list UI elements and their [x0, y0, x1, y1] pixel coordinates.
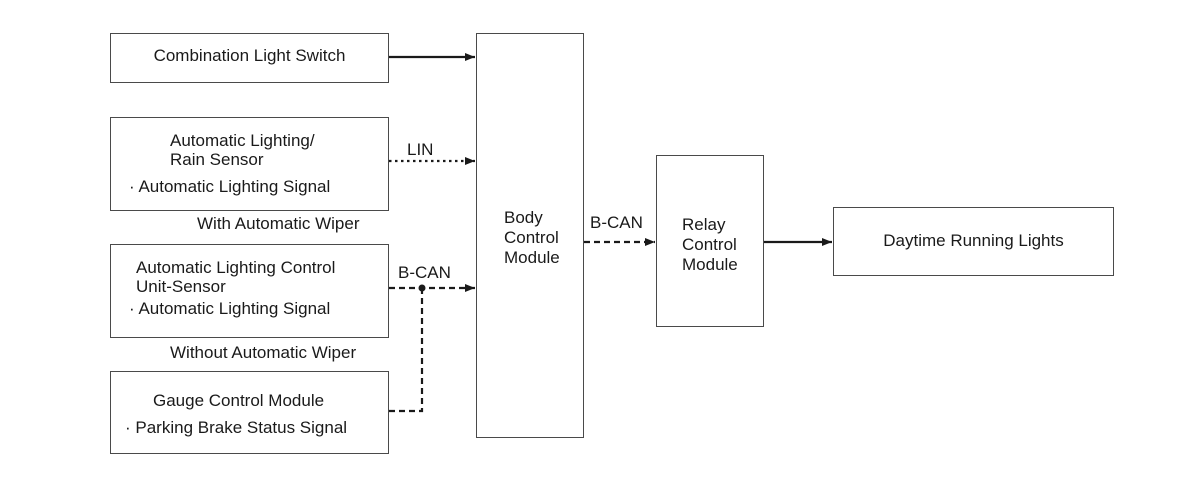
- control-unit-sensor-title-line2: Unit-Sensor: [136, 277, 226, 296]
- gauge-control-module-label: Gauge Control Module: [153, 391, 325, 410]
- rain-sensor-signal: · Automatic Lighting Signal: [129, 177, 331, 196]
- relay-control-module-block: [656, 155, 764, 327]
- bcan-output-label: B-CAN: [590, 213, 643, 232]
- bcan-junction-dot: [418, 284, 426, 292]
- rain-sensor-title-line1: Automatic Lighting/: [170, 131, 315, 150]
- relay-control-module-line2: Control: [682, 235, 737, 254]
- without-automatic-wiper-caption: Without Automatic Wiper: [170, 343, 357, 362]
- gauge-control-module-block: [110, 371, 389, 454]
- relay-control-module-line1: Relay: [682, 215, 726, 234]
- gauge-to-bcan-line: [389, 288, 424, 413]
- body-control-module-line1: Body: [504, 208, 543, 227]
- rain-sensor-block: [110, 117, 389, 211]
- bcan-inputs-label: B-CAN: [398, 263, 451, 282]
- combination-light-switch-label: Combination Light Switch: [153, 46, 346, 65]
- relay-control-module-line3: Module: [682, 255, 738, 274]
- lin-label: LIN: [407, 140, 434, 159]
- control-unit-sensor-signal: · Automatic Lighting Signal: [129, 299, 331, 318]
- control-unit-sensor-block: [110, 244, 389, 338]
- combination-light-switch-block: [110, 33, 389, 83]
- daytime-running-lights-block: [833, 207, 1114, 276]
- gauge-control-module-signal: · Parking Brake Status Signal: [125, 418, 348, 437]
- control-unit-sensor-title-line1: Automatic Lighting Control: [136, 258, 336, 277]
- body-control-module-line3: Module: [504, 248, 560, 267]
- with-automatic-wiper-caption: With Automatic Wiper: [197, 214, 360, 233]
- daytime-running-lights-label: Daytime Running Lights: [883, 231, 1064, 250]
- rain-sensor-title-line2: Rain Sensor: [170, 150, 264, 169]
- body-control-module-line2: Control: [504, 228, 559, 247]
- body-control-module-block: [476, 33, 584, 438]
